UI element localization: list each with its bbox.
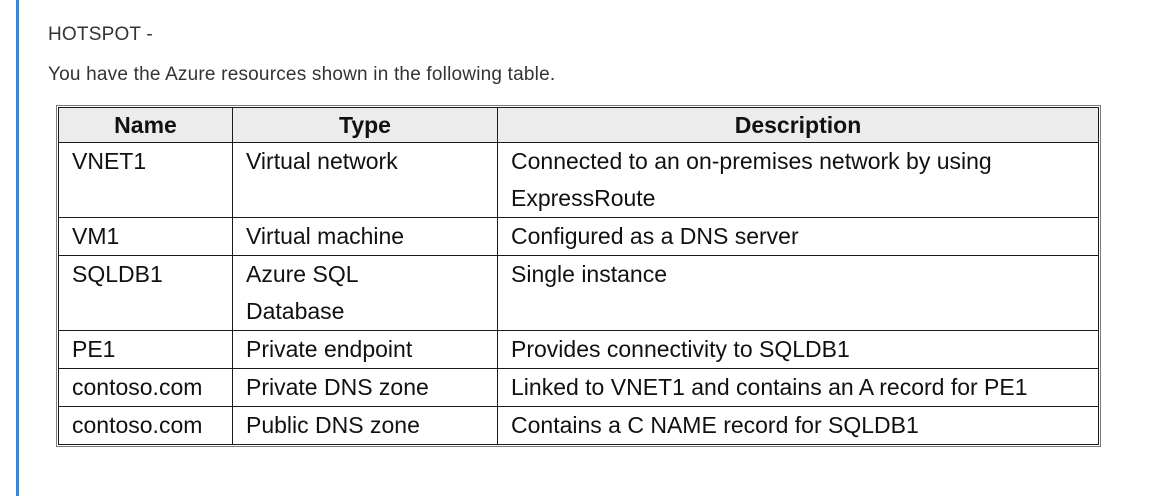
cell-name: contoso.com <box>58 368 233 407</box>
header-type: Type <box>232 107 498 143</box>
table-row: PE1 Private endpoint Provides connectivi… <box>58 330 1099 369</box>
cell-description: Connected to an on-premises network by u… <box>497 142 1099 218</box>
left-accent-bar <box>16 0 19 496</box>
cell-description: Provides connectivity to SQLDB1 <box>497 330 1099 369</box>
description-text: Connected to an on-premises network by u… <box>511 148 992 211</box>
cell-name: contoso.com <box>58 406 233 445</box>
question-type-label: HOTSPOT - <box>48 24 153 45</box>
cell-description: Contains a C NAME record for SQLDB1 <box>497 406 1099 445</box>
resources-table-frame: Name Type Description VNET1 Virtual netw… <box>56 105 1101 447</box>
table-row: contoso.com Private DNS zone Linked to V… <box>58 368 1099 407</box>
table-row: contoso.com Public DNS zone Contains a C… <box>58 406 1099 445</box>
cell-name: VM1 <box>58 217 233 256</box>
table-header-row: Name Type Description <box>58 107 1099 143</box>
cell-type: Private DNS zone <box>232 368 498 407</box>
table-row: VNET1 Virtual network Connected to an on… <box>58 142 1099 218</box>
header-description: Description <box>497 107 1099 143</box>
table-row: VM1 Virtual machine Configured as a DNS … <box>58 217 1099 256</box>
cell-name: SQLDB1 <box>58 255 233 331</box>
description-text: Linked to VNET1 and contains an A record… <box>511 374 1028 400</box>
cell-description: Single instance <box>497 255 1099 331</box>
cell-name: VNET1 <box>58 142 233 218</box>
type-text: Azure SQL Database <box>246 261 358 324</box>
cell-type: Public DNS zone <box>232 406 498 445</box>
cell-description: Linked to VNET1 and contains an A record… <box>497 368 1099 407</box>
header-name: Name <box>58 107 233 143</box>
cell-description: Configured as a DNS server <box>497 217 1099 256</box>
table-row: SQLDB1 Azure SQL Database Single instanc… <box>58 255 1099 331</box>
cell-type: Azure SQL Database <box>232 255 498 331</box>
resources-table: Name Type Description VNET1 Virtual netw… <box>58 107 1099 445</box>
cell-type: Virtual machine <box>232 217 498 256</box>
cell-name: PE1 <box>58 330 233 369</box>
question-intro: You have the Azure resources shown in th… <box>48 64 556 85</box>
cell-type: Private endpoint <box>232 330 498 369</box>
cell-type: Virtual network <box>232 142 498 218</box>
